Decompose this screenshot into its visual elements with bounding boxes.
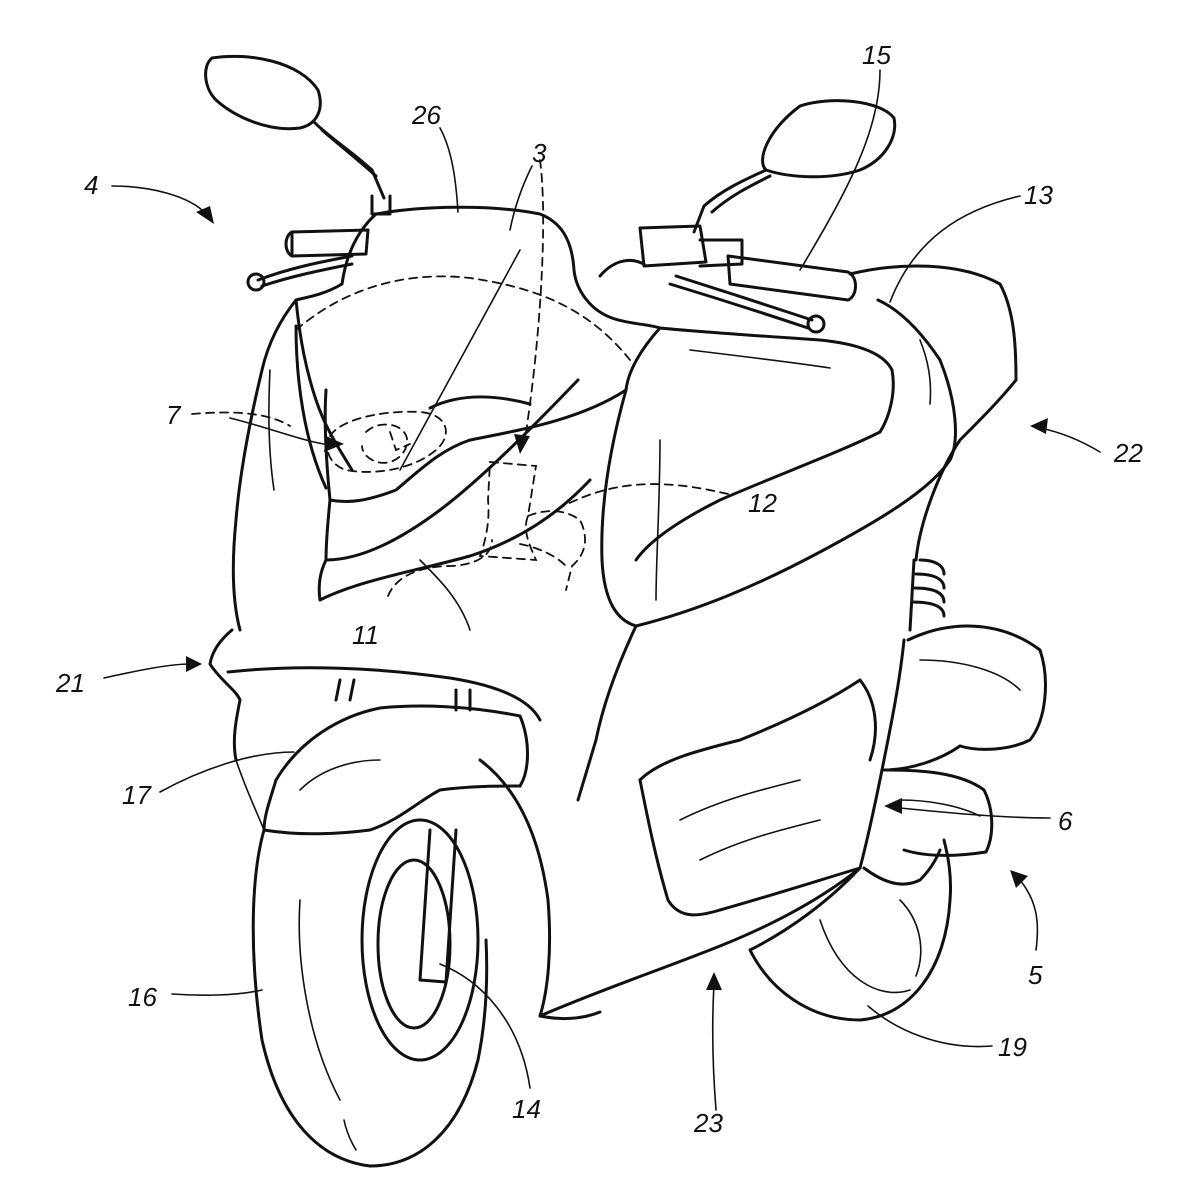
rear-suspension-spring [910,560,944,630]
ref-23: 23 [693,1108,723,1138]
ref-16: 16 [128,982,157,1012]
ref-15: 15 [862,40,891,70]
front-fender [210,630,540,834]
windscreen [296,207,630,408]
ref-3: 3 [532,138,547,168]
ref-19: 19 [998,1032,1027,1062]
ref-6: 6 [1058,806,1073,836]
front-wheel [253,820,486,1166]
left-mirror [206,56,390,214]
right-mirror [694,101,895,232]
left-handlebar [248,230,368,290]
ref-21: 21 [55,668,85,698]
ref-14: 14 [512,1094,541,1124]
ref-11: 11 [352,620,379,650]
ref-17: 17 [122,780,152,810]
ref-7: 7 [166,400,182,430]
ref-4: 4 [84,170,98,200]
ref-13: 13 [1024,180,1053,210]
reference-numerals: 4 26 3 15 13 7 12 22 11 21 17 6 5 16 14 … [55,40,1143,1138]
rear-wheel [750,840,951,1020]
rear-bodywork [864,626,1045,884]
ref-26: 26 [411,100,441,130]
front-fairing [233,300,660,630]
ref-5: 5 [1028,960,1043,990]
ref-22: 22 [1113,438,1143,468]
ref-12: 12 [748,488,777,518]
